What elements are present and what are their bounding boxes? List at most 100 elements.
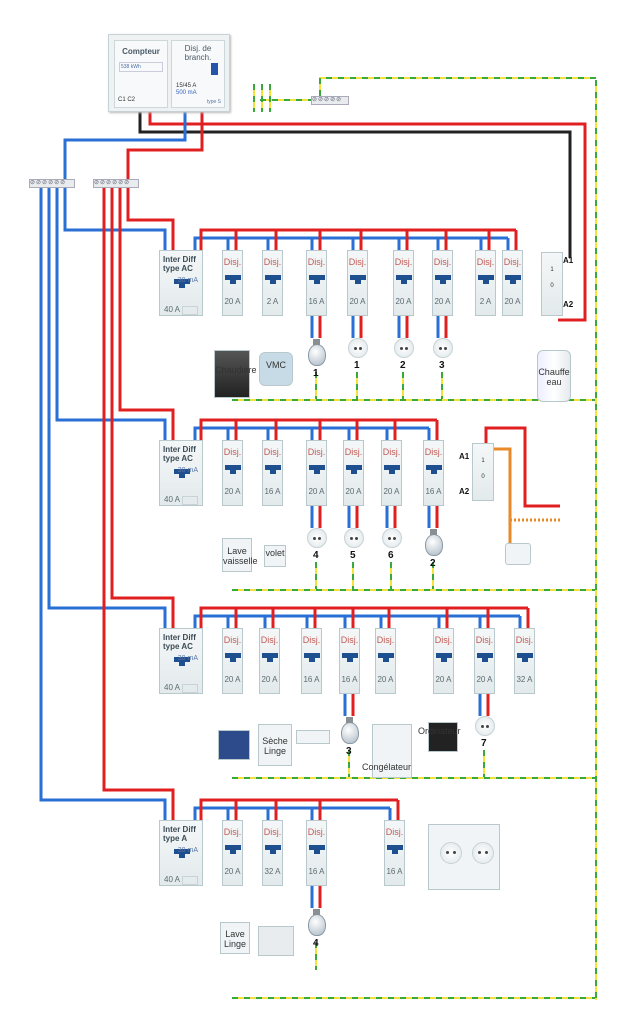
- circuit-breaker[interactable]: Disj.20 A: [222, 440, 243, 506]
- breaker-rating: 2 A: [266, 297, 279, 306]
- rcd-test-button[interactable]: [182, 684, 198, 693]
- breaker-toggle-handle[interactable]: [308, 275, 325, 284]
- breaker-toggle-handle[interactable]: [303, 653, 320, 662]
- light-bulb-icon: [425, 529, 443, 556]
- breaker-label: Disj.: [223, 447, 242, 457]
- breaker-toggle-handle[interactable]: [345, 465, 362, 474]
- meter-title: Compteur: [122, 47, 160, 56]
- rcd-type: type AC: [163, 264, 193, 273]
- main-neutral-feed: [63, 110, 187, 180]
- circuit-number: 1: [313, 368, 319, 379]
- breaker-toggle-handle[interactable]: [224, 653, 241, 662]
- breaker-toggle-handle[interactable]: [224, 845, 241, 854]
- breaker-rating: 20 A: [435, 675, 452, 684]
- rcd-test-button[interactable]: [182, 876, 198, 885]
- phase-busbar: [199, 228, 516, 250]
- circuit-breaker[interactable]: Disj. 2 A: [262, 250, 283, 316]
- circuit-breaker[interactable]: Disj.16 A: [423, 440, 444, 506]
- breaker-toggle-handle[interactable]: [435, 653, 452, 662]
- meter-enclosure: Compteur 538 kWh C1 C2 Disj. de branch. …: [108, 34, 230, 112]
- circuit-breaker[interactable]: Disj.20 A: [347, 250, 368, 316]
- circuit-breaker[interactable]: Disj.20 A: [433, 628, 454, 694]
- main-breaker[interactable]: Disj. de branch. 15/45 A 500 mA type S: [171, 40, 225, 108]
- circuit-breaker[interactable]: Disj.16 A: [306, 250, 327, 316]
- breaker-toggle-handle[interactable]: [264, 465, 281, 474]
- circuit-number: 5: [350, 550, 356, 561]
- breaker-toggle-handle[interactable]: [395, 275, 412, 284]
- breaker-toggle-handle[interactable]: [224, 275, 241, 284]
- breaker-toggle-handle[interactable]: [308, 465, 325, 474]
- circuit-breaker[interactable]: Disj.20 A: [474, 628, 495, 694]
- breaker-label: Disj.: [263, 257, 282, 267]
- circuit-breaker[interactable]: Disj.20 A: [375, 628, 396, 694]
- freezer-label: Congélateur: [362, 762, 412, 772]
- breaker-toggle-handle[interactable]: [264, 275, 281, 284]
- circuit-breaker[interactable]: Disj.20 A: [306, 440, 327, 506]
- circuit-breaker[interactable]: Disj.2 A: [475, 250, 496, 316]
- breaker-toggle-handle[interactable]: [308, 845, 325, 854]
- breaker-toggle-handle[interactable]: [264, 845, 281, 854]
- breaker-toggle-handle[interactable]: [377, 653, 394, 662]
- rcd-test-button[interactable]: [182, 496, 198, 505]
- breaker-toggle-handle[interactable]: [516, 653, 533, 662]
- rcd-sensitivity: 30 mA: [177, 847, 198, 854]
- breaker-label: Disj.: [223, 257, 242, 267]
- meter-display: 538 kWh: [119, 62, 163, 72]
- breaker-toggle-handle[interactable]: [349, 275, 366, 284]
- circuit-breaker[interactable]: Disj.20 A: [502, 250, 523, 316]
- breaker-toggle-handle[interactable]: [477, 275, 494, 284]
- neutral-busbar: [193, 614, 520, 628]
- breaker-toggle-handle[interactable]: [261, 653, 278, 662]
- contactor-pos-on: 1: [550, 267, 554, 273]
- freezer: [372, 724, 412, 778]
- breaker-toggle-handle[interactable]: [224, 465, 241, 474]
- breaker-rating: 16 A: [264, 487, 281, 496]
- rcd-toggle-handle[interactable]: [174, 657, 190, 666]
- breaker-rating: 20 A: [377, 675, 394, 684]
- breaker-label: Disj.: [263, 827, 282, 837]
- circuit-breaker[interactable]: Disj.20 A: [393, 250, 414, 316]
- circuit-breaker[interactable]: Disj.16 A: [384, 820, 405, 886]
- circuit-breaker[interactable]: Disj.32 A: [262, 820, 283, 886]
- circuit-breaker[interactable]: Disj.32 A: [514, 628, 535, 694]
- circuit-number: 6: [388, 550, 394, 561]
- breaker-label: Disj.: [307, 827, 326, 837]
- breaker-label: Disj.: [515, 635, 534, 645]
- breaker-toggle-handle[interactable]: [386, 845, 403, 854]
- breaker-label: Disj.: [340, 635, 359, 645]
- breaker-toggle-handle[interactable]: [425, 465, 442, 474]
- circuit-breaker[interactable]: Disj.20 A: [259, 628, 280, 694]
- breaker-label: Disj.: [344, 447, 363, 457]
- rcd-toggle-handle[interactable]: [174, 279, 190, 288]
- hood: [296, 730, 330, 744]
- main-breaker-toggle[interactable]: [211, 63, 218, 75]
- earth-terminal-block: ⊘⊘⊘⊘⊘: [311, 96, 349, 105]
- breaker-toggle-handle[interactable]: [504, 275, 521, 284]
- breaker-toggle-handle[interactable]: [383, 465, 400, 474]
- circuit-breaker[interactable]: Disj.16 A: [306, 820, 327, 886]
- circuit-breaker[interactable]: Disj.20 A: [381, 440, 402, 506]
- circuit-breaker[interactable]: Disj.20 A: [222, 820, 243, 886]
- circuit-breaker[interactable]: Disj.16 A: [262, 440, 283, 506]
- circuit-breaker[interactable]: Disj.16 A: [301, 628, 322, 694]
- rcd-toggle-handle[interactable]: [174, 469, 190, 478]
- circuit-breaker[interactable]: Disj.16 A: [339, 628, 360, 694]
- circuit-breaker[interactable]: Disj.20 A: [222, 628, 243, 694]
- circuit-breaker[interactable]: Disj.20 A: [432, 250, 453, 316]
- rcd-toggle-handle[interactable]: [174, 849, 190, 858]
- dishwasher-label: Lave vaisselle: [223, 546, 258, 566]
- pushbutton-switch[interactable]: [505, 543, 531, 565]
- phase-busbar: [199, 798, 398, 820]
- breaker-toggle-handle[interactable]: [434, 275, 451, 284]
- circuit-breaker[interactable]: Disj.20 A: [222, 250, 243, 316]
- breaker-toggle-handle[interactable]: [476, 653, 493, 662]
- breaker-toggle-handle[interactable]: [341, 653, 358, 662]
- rcd-test-button[interactable]: [182, 306, 198, 315]
- circuit-breaker[interactable]: Disj.20 A: [343, 440, 364, 506]
